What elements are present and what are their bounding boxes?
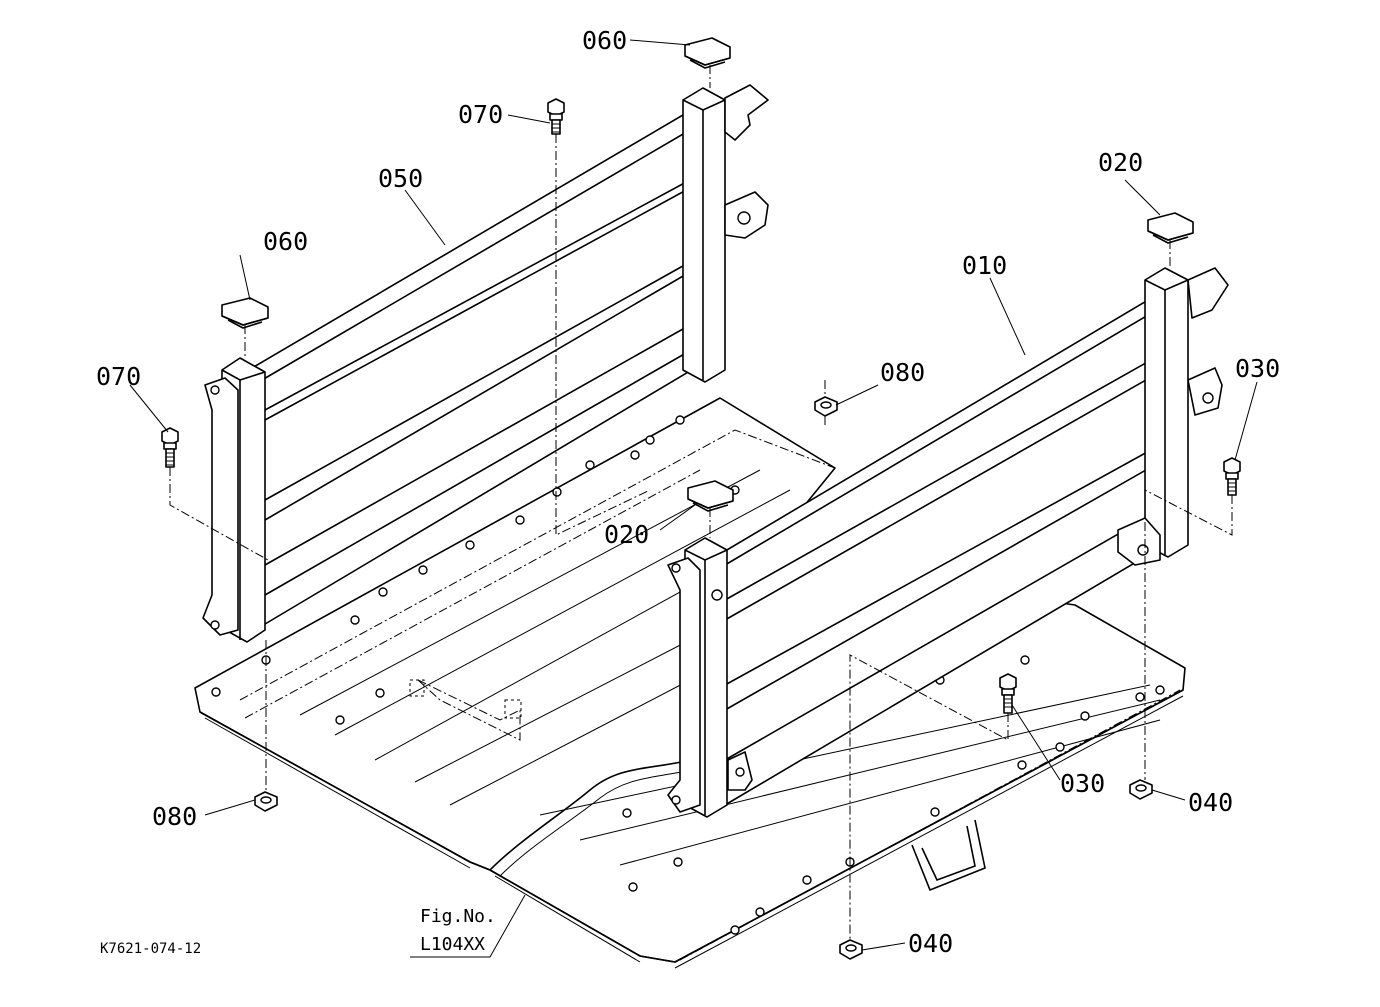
cap-060-left [221, 297, 269, 329]
drawing-number: K7621-074-12 [100, 941, 201, 957]
bolt-070-top [547, 98, 565, 135]
fig-ref-line2: L104XX [420, 934, 485, 955]
callout-040-right: 040 [1188, 788, 1233, 817]
callout-020-mid: 020 [604, 520, 649, 549]
callout-030-mid: 030 [1060, 769, 1105, 798]
bed-holes [211, 415, 1165, 935]
leader-lines [129, 39, 1258, 958]
callout-070-top: 070 [458, 100, 503, 129]
callout-040-bottom: 040 [908, 929, 953, 958]
callout-050: 050 [378, 164, 423, 193]
bolt-030-mid [999, 673, 1017, 714]
callout-010: 010 [962, 251, 1007, 280]
assembly-lines [169, 65, 1233, 940]
nut-080-left [254, 791, 278, 812]
callout-060-top: 060 [582, 26, 627, 55]
callout-030-right: 030 [1235, 354, 1280, 383]
figure-reference: Fig.No. L104XX [420, 906, 496, 955]
callout-020-right: 020 [1098, 148, 1143, 177]
fig-ref-line1: Fig.No. [420, 906, 496, 927]
callout-080-left: 080 [152, 802, 197, 831]
cap-060-top [684, 37, 731, 69]
callout-070-left: 070 [96, 362, 141, 391]
left-side-gate [202, 84, 769, 643]
callout-060-left: 060 [263, 227, 308, 256]
nut-040-right [1129, 779, 1153, 800]
bolt-070-left [161, 427, 179, 468]
cap-020-right [1147, 212, 1194, 244]
bolt-030-right [1223, 457, 1241, 496]
nut-040-bottom [839, 939, 863, 960]
cap-020-mid [687, 480, 734, 512]
right-side-gate [667, 267, 1229, 818]
callout-080-right: 080 [880, 358, 925, 387]
nut-080-right [814, 396, 838, 417]
callout-labels: 060 070 050 060 070 020 010 080 030 020 … [96, 26, 1280, 958]
